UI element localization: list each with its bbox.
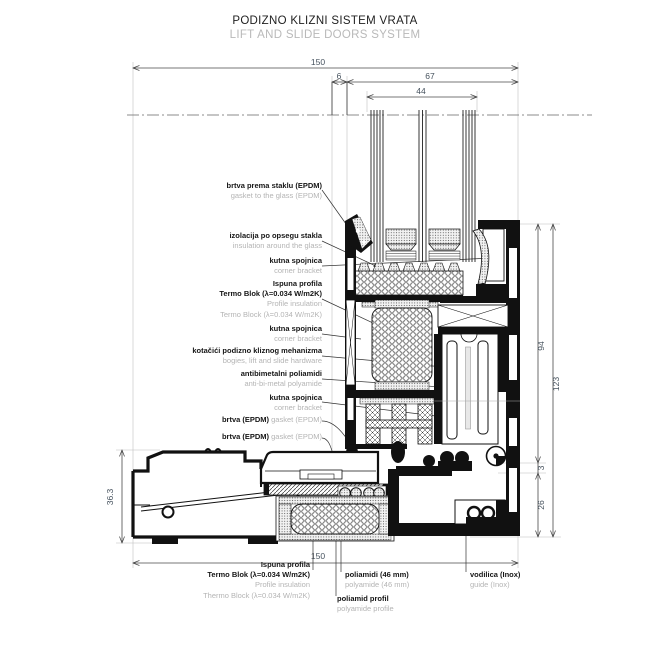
glass-pane-outer: [370, 110, 384, 262]
dim-bottom-overall: 150: [311, 551, 325, 561]
label-thermo-block-sill: Ispuna profila Termo Blok (λ=0.034 W/m2K…: [203, 560, 310, 601]
label-hr2: Termo Blok (λ=0.034 W/m2K): [207, 570, 310, 580]
label-corner-bracket-1: kutna spojnica corner bracket: [269, 256, 322, 276]
label-hr2: Termo Blok (λ=0.034 W/m2K): [219, 289, 322, 299]
label-en: corner bracket: [274, 403, 322, 413]
label-en: corner bracket: [274, 266, 322, 276]
roller-wheel: [485, 445, 507, 467]
dim-top-sash: 67: [425, 71, 435, 81]
corner-bracket-right: [437, 304, 509, 328]
roller-channel: [434, 333, 520, 445]
label-hr: antibimetalni poliamidi: [240, 369, 322, 378]
label-anti-bimetal-polyamide: antibimetalni poliamidi anti-bi-metal po…: [241, 369, 322, 389]
page-subtitle: LIFT AND SLIDE DOORS SYSTEM: [229, 29, 421, 41]
label-hr: kutna spojnica: [269, 324, 322, 333]
page-title: PODIZNO KLIZNI SISTEM VRATA: [232, 15, 418, 27]
label-en: insulation around the glass: [232, 241, 322, 251]
dimension-texts: 150 6 67 44 150 94 123 3 26 36.3: [105, 57, 561, 561]
label-hr: izolacija po opsegu stakla: [229, 231, 322, 240]
thermo-block-sill: [275, 495, 395, 542]
dimension-lines: [122, 68, 553, 563]
label-hr: brtva (EPDM): [221, 415, 270, 424]
sill-tray: [259, 450, 380, 485]
label-hr: poliamidi (46 mm): [345, 570, 409, 579]
glass-pane-inner: [462, 110, 476, 262]
label-gasket-to-glass: brtva prema staklu (EPDM) gasket to the …: [227, 181, 322, 201]
dim-right-total: 123: [551, 377, 561, 391]
label-en: polyamide profile: [337, 604, 394, 614]
label-hr: brtva (EPDM): [221, 432, 270, 441]
corner-bracket-left: [345, 299, 356, 386]
label-bogies-hardware: kotačići podizno kliznog mehanizma bogie…: [192, 346, 322, 366]
label-en: bogies, lift and slide hardware: [222, 356, 322, 366]
label-hr: kutna spojnica: [269, 393, 322, 402]
label-en2: Thermo Block (λ=0.034 W/m2K): [203, 590, 310, 600]
label-en: Profile insulation: [266, 299, 322, 309]
label-hr: brtva prema staklu (EPDM): [226, 181, 322, 190]
inox-guide: [466, 500, 506, 525]
label-hr: kutna spojnica: [269, 256, 322, 265]
label-en: Profile insulation: [254, 580, 310, 590]
dim-top-glass: 44: [416, 86, 426, 96]
sill-assembly: [259, 450, 520, 542]
label-polyamide-profile: poliamid profil polyamide profile: [337, 594, 394, 614]
label-en: guide (Inox): [470, 580, 510, 590]
label-inox-guide: vodilica (Inox) guide (Inox): [470, 570, 520, 590]
label-corner-bracket-2: kutna spojnica corner bracket: [269, 324, 322, 344]
dim-top-gap: 6: [337, 71, 342, 81]
dim-right-upper: 94: [536, 341, 546, 351]
label-en: corner bracket: [274, 334, 322, 344]
label-polyamide-46mm: poliamidi (46 mm) polyamide (46 mm): [345, 570, 409, 590]
label-en: gasket (EPDM): [271, 432, 322, 441]
label-hr: poliamid profil: [337, 594, 389, 603]
label-epdm-gasket-2: brtva (EPDM) gasket (EPDM): [222, 432, 322, 442]
glass-spacers: [385, 228, 461, 261]
thermo-block-sash: [371, 299, 433, 391]
label-hr: kotačići podizno kliznog mehanizma: [192, 346, 322, 355]
label-hr: Ispuna profila: [272, 279, 322, 288]
label-en: gasket to the glass (EPDM): [230, 191, 322, 201]
label-insulation-around-glass: izolacija po opsegu stakla insulation ar…: [229, 231, 322, 251]
sill-right-profile: [388, 460, 520, 536]
dim-left-frame: 36.3: [105, 488, 115, 505]
label-hr: Ispuna profila: [260, 560, 310, 569]
label-en2: Termo Block (λ=0.034 W/m2K): [220, 309, 322, 319]
label-epdm-gasket-1: brtva (EPDM) gasket (EPDM): [222, 415, 322, 425]
dim-right-lower: 26: [536, 500, 546, 510]
dim-right-step: 3: [536, 465, 546, 470]
dim-top-overall: 150: [311, 57, 325, 67]
anti-bimetal-polyamide: [345, 390, 441, 449]
label-en: gasket (EPDM): [271, 415, 322, 424]
label-en: anti-bi-metal polyamide: [244, 379, 322, 389]
glass-pane-middle: [418, 110, 427, 262]
label-en: polyamide (46 mm): [345, 580, 410, 590]
glass-unit: [370, 110, 476, 262]
label-corner-bracket-3: kutna spojnica corner bracket: [269, 393, 322, 413]
label-thermo-block-sash: Ispuna profila Termo Blok (λ=0.034 W/m2K…: [219, 279, 322, 320]
label-hr: vodilica (Inox): [470, 570, 521, 579]
